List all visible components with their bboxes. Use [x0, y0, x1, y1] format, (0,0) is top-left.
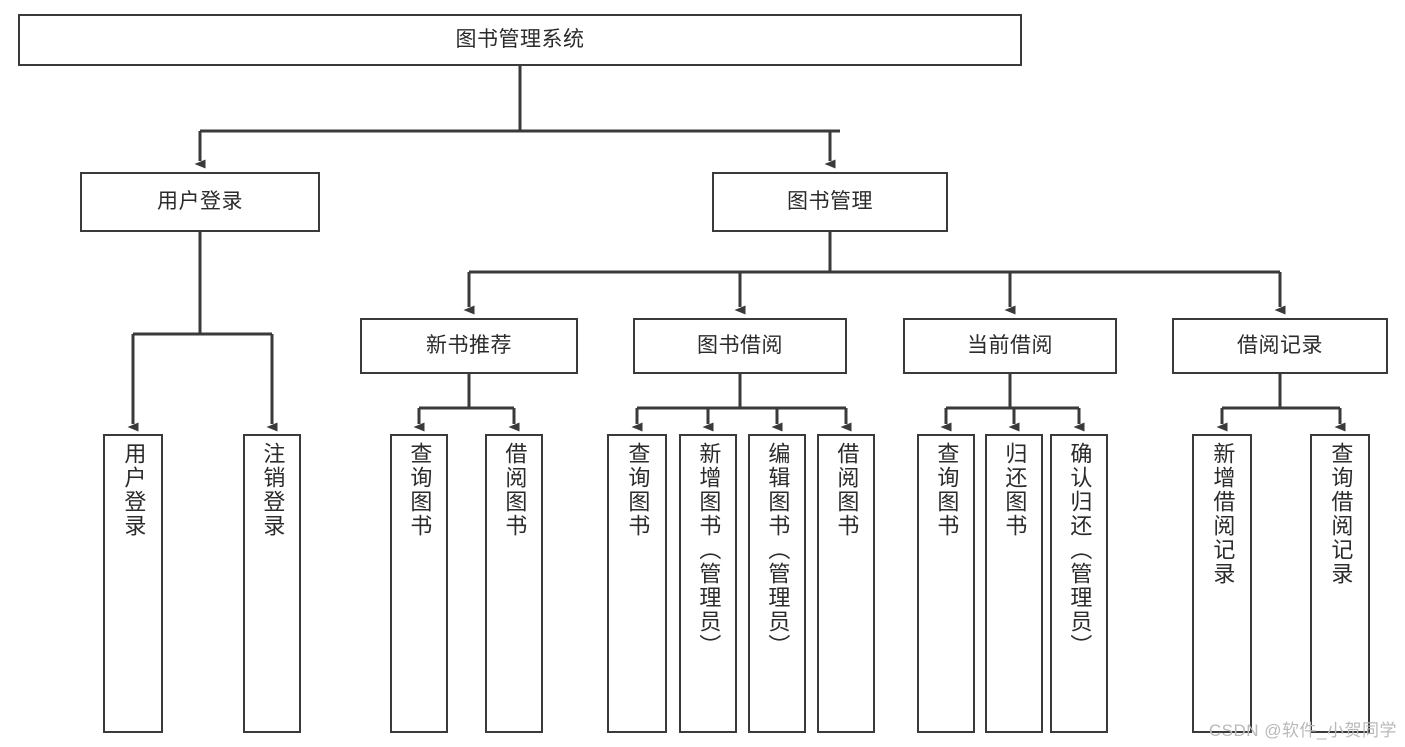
leaf-logout[interactable]: 注销登录	[243, 434, 301, 733]
borrow-record-to-leaves-connector	[1216, 374, 1346, 432]
node-label: 查询图书	[934, 442, 960, 538]
node-label: 查询图书	[407, 442, 433, 538]
node-label: 用户登录	[121, 442, 147, 538]
node-label: 新增图书（管理员）	[696, 442, 722, 658]
leaf-return-books[interactable]: 归还图书	[985, 434, 1043, 733]
node-label: 借阅图书	[502, 442, 528, 538]
node-book-borrowing[interactable]: 图书借阅	[633, 318, 847, 374]
node-label: 新增借阅记录	[1210, 442, 1236, 586]
node-label: 借阅记录	[1237, 333, 1323, 357]
leaf-user-login[interactable]: 用户登录	[103, 434, 163, 733]
node-label: 借阅图书	[834, 442, 860, 538]
leaf-add-borrow-record[interactable]: 新增借阅记录	[1192, 434, 1252, 733]
node-new-book-recommendation[interactable]: 新书推荐	[360, 318, 578, 374]
leaf-query-books-borrowing[interactable]: 查询图书	[607, 434, 667, 733]
node-label: 编辑图书（管理员）	[765, 442, 791, 658]
leaf-borrow-books-borrowing[interactable]: 借阅图书	[817, 434, 875, 733]
leaf-query-borrow-record[interactable]: 查询借阅记录	[1310, 434, 1370, 733]
leaf-query-books-recommend[interactable]: 查询图书	[390, 434, 448, 733]
node-label: 查询图书	[625, 442, 651, 538]
book-borrow-to-leaves-connector	[631, 374, 852, 432]
node-current-borrowing[interactable]: 当前借阅	[903, 318, 1117, 374]
node-book-management[interactable]: 图书管理	[712, 172, 948, 232]
leaf-borrow-books-recommend[interactable]: 借阅图书	[485, 434, 543, 733]
node-label: 归还图书	[1002, 442, 1028, 538]
node-label: 图书管理系统	[455, 27, 585, 51]
node-label: 用户登录	[157, 189, 243, 213]
node-root-book-management-system[interactable]: 图书管理系统	[18, 14, 1022, 66]
node-user-login[interactable]: 用户登录	[80, 172, 320, 232]
new-book-to-leaves-connector	[413, 374, 520, 432]
node-label: 当前借阅	[967, 333, 1053, 357]
node-label: 图书借阅	[697, 333, 783, 357]
watermark: CSDN @软件_小贺同学	[1208, 721, 1397, 740]
book-mgmt-to-level3-connector	[463, 232, 1286, 315]
node-label: 查询借阅记录	[1328, 442, 1354, 586]
leaf-query-books-current[interactable]: 查询图书	[917, 434, 975, 733]
leaf-add-book-admin[interactable]: 新增图书（管理员）	[679, 434, 737, 733]
root-to-level2-connector	[194, 66, 840, 169]
leaf-confirm-return-admin[interactable]: 确认归还（管理员）	[1050, 434, 1108, 733]
node-label: 图书管理	[787, 189, 873, 213]
user-login-to-leaves-connector	[127, 232, 278, 432]
leaf-edit-book-admin[interactable]: 编辑图书（管理员）	[748, 434, 806, 733]
node-label: 注销登录	[260, 442, 286, 538]
node-label: 确认归还（管理员）	[1067, 442, 1093, 658]
current-borrow-to-leaves-connector	[940, 374, 1085, 432]
node-label: 新书推荐	[426, 333, 512, 357]
node-borrowing-records[interactable]: 借阅记录	[1172, 318, 1388, 374]
